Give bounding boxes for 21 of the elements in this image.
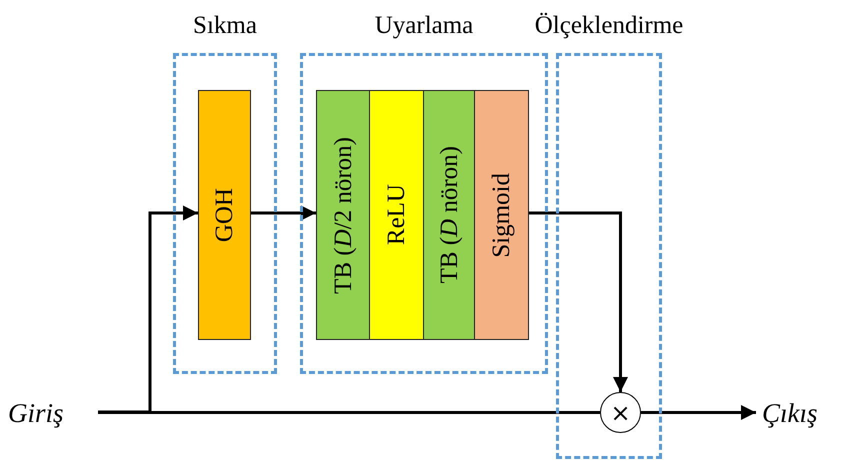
block-label: TB (D nöron) [436,146,464,284]
block-label: Sigmoid [488,172,516,258]
connector-line [98,411,600,414]
process-block [423,90,476,340]
arrow [251,206,316,220]
arrow [641,405,756,420]
block-label: TB (D/2 nöron) [330,136,358,294]
block-label: ReLU [383,184,411,246]
output-label: Çıkış [762,395,850,431]
group-heading: Sıkma [193,12,257,40]
process-block [198,90,251,340]
block-label: GOH [210,188,238,242]
group-heading: Uyarlama [374,12,474,40]
process-block [316,90,371,340]
arrow [529,212,628,392]
multiply-circle: × [600,392,641,433]
process-block [474,90,529,340]
process-block [369,90,425,340]
group-heading: Ölçeklendirme [534,12,684,40]
input-label: Giriş [8,395,88,431]
arrow [98,206,198,414]
